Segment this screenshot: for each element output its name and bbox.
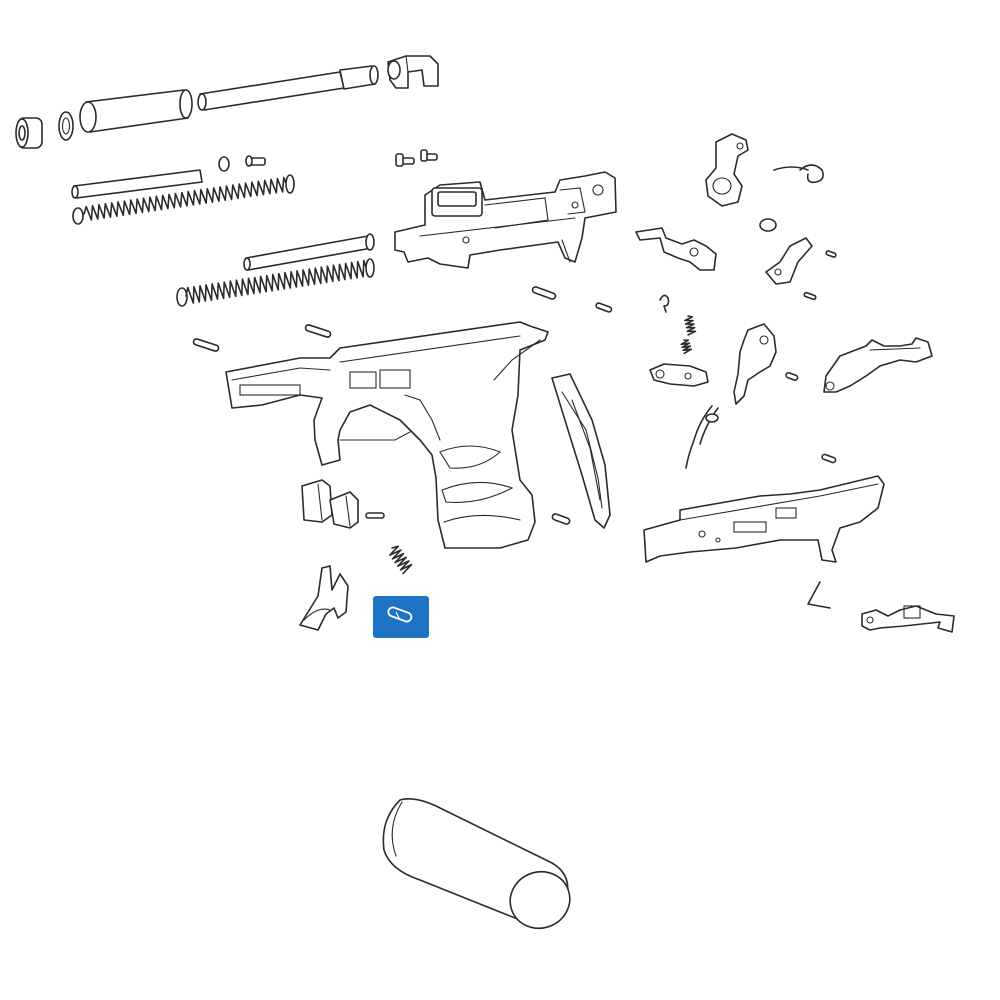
- magazine-catch[interactable]: [301, 479, 359, 529]
- pin-1[interactable]: [192, 338, 220, 352]
- trigger-lever[interactable]: [299, 565, 349, 631]
- coil-spring-small-2[interactable]: [680, 339, 693, 355]
- slide-stop-lever[interactable]: [861, 605, 955, 633]
- locking-rail[interactable]: [643, 475, 885, 563]
- pin-icon: [387, 606, 413, 623]
- small-roller[interactable]: [759, 218, 777, 232]
- wire-clip[interactable]: [807, 581, 831, 609]
- pin-r2[interactable]: [803, 291, 817, 301]
- screw-upper[interactable]: [245, 155, 266, 167]
- upper-housing[interactable]: [394, 171, 617, 269]
- torsion-spring-small[interactable]: [659, 294, 670, 313]
- pin-r1[interactable]: [825, 250, 837, 258]
- magazine-catch-spring[interactable]: [389, 545, 413, 575]
- pin-r3[interactable]: [785, 371, 799, 381]
- disconnector[interactable]: [765, 237, 813, 285]
- wire-spring[interactable]: [685, 405, 719, 469]
- barrel-chamber-block[interactable]: [387, 55, 439, 89]
- hammer[interactable]: [705, 133, 749, 207]
- pin-6[interactable]: [551, 513, 571, 525]
- pin-enlarged-preview: [382, 798, 571, 930]
- trigger-bar[interactable]: [823, 337, 933, 393]
- screw-top-right[interactable]: [420, 149, 438, 162]
- selected-pin-tile[interactable]: [373, 596, 429, 638]
- pin-2[interactable]: [304, 324, 332, 338]
- barrel-o-ring[interactable]: [58, 111, 74, 141]
- screw-top-left[interactable]: [395, 153, 415, 167]
- hammer-spring[interactable]: [773, 164, 824, 184]
- pin-5[interactable]: [365, 512, 385, 519]
- pin-4[interactable]: [595, 302, 613, 313]
- recoil-spring-upper[interactable]: [72, 174, 295, 225]
- coil-spring-small-1[interactable]: [684, 315, 697, 336]
- barrel[interactable]: [197, 65, 379, 111]
- barrel-sleeve[interactable]: [79, 89, 193, 133]
- washer-upper[interactable]: [218, 156, 230, 172]
- guide-rod-upper[interactable]: [71, 169, 203, 199]
- frame[interactable]: [225, 321, 549, 549]
- pin-3[interactable]: [531, 286, 557, 300]
- pin-r4[interactable]: [821, 453, 837, 464]
- guide-rod-lower[interactable]: [243, 233, 375, 271]
- barrel-nut[interactable]: [15, 117, 43, 149]
- trigger[interactable]: [733, 323, 777, 405]
- trigger-bar-block[interactable]: [649, 363, 709, 387]
- grip-panel[interactable]: [551, 373, 611, 529]
- recoil-spring-lower[interactable]: [176, 258, 375, 307]
- sear-bracket[interactable]: [635, 227, 717, 271]
